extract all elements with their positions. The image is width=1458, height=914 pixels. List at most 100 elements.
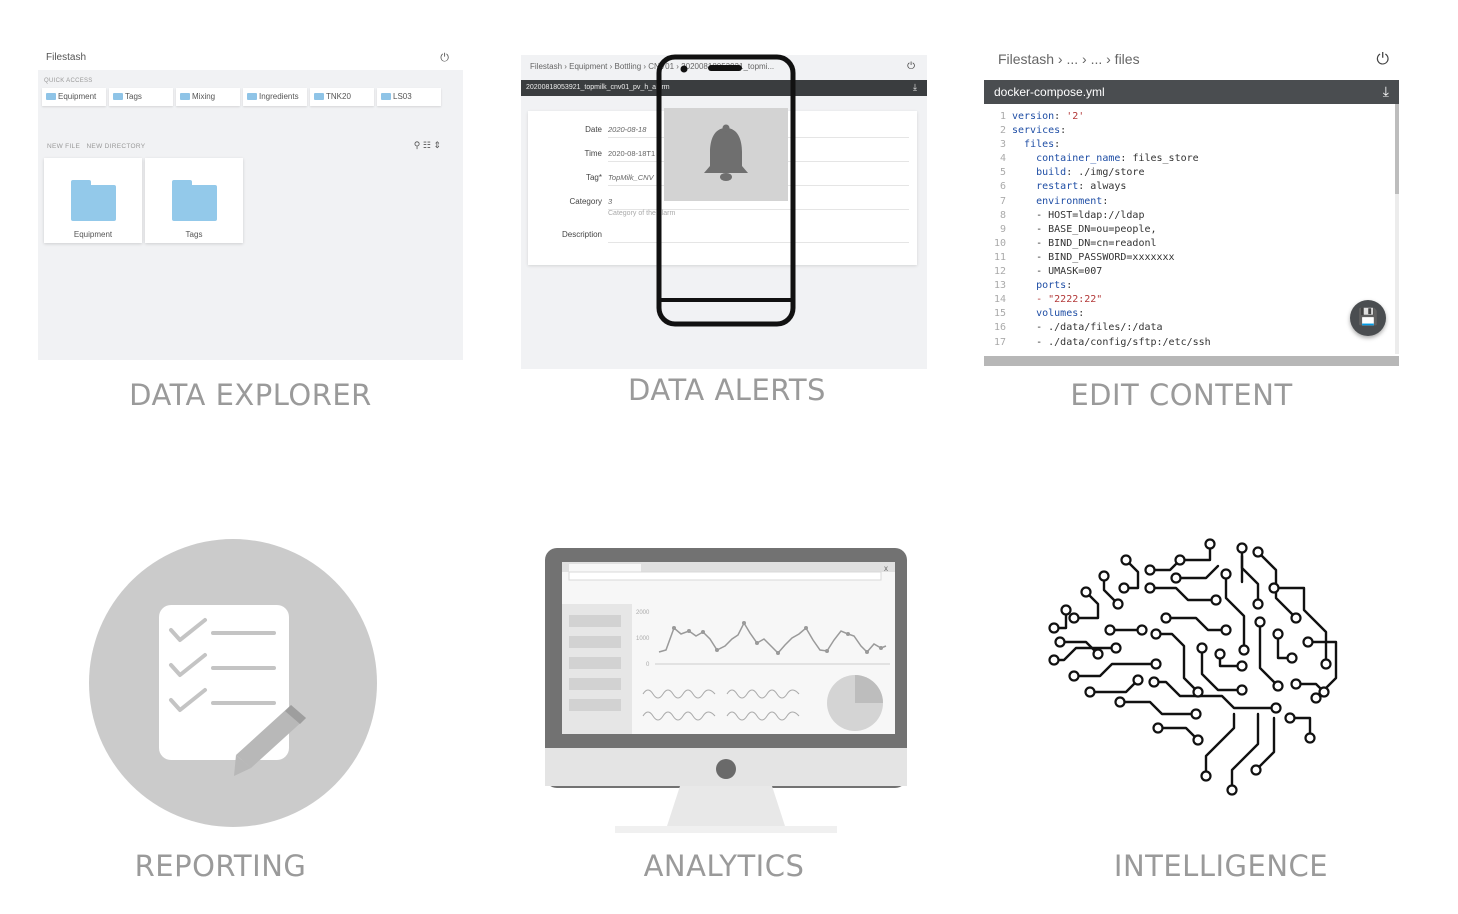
code-line[interactable]: 12 - UMASK=007: [984, 265, 1399, 279]
sparkline-charts: [642, 689, 800, 721]
time-field[interactable]: 2020-08-18T1: [608, 149, 656, 158]
folder-icon: [172, 180, 192, 188]
code-line[interactable]: 11 - BIND_PASSWORD=xxxxxxx: [984, 251, 1399, 265]
line-number: 11: [993, 251, 1006, 263]
folder-card-equipment[interactable]: Equipment: [44, 158, 142, 243]
code-key: build: [1036, 167, 1067, 179]
y-tick: 1000: [636, 636, 650, 642]
code-line[interactable]: 14 - "2222:22": [984, 293, 1399, 307]
y-tick: 2000: [636, 610, 650, 616]
data-explorer-screenshot: Filestash ⏻ QUICK ACCESS Equipment Tags …: [38, 44, 463, 360]
new-directory-button[interactable]: NEW DIRECTORY: [86, 143, 146, 150]
code-value: - ./data/config/sftp:/etc/ssh: [1036, 336, 1211, 348]
editor-scrollbar[interactable]: [1395, 104, 1399, 354]
editor-statusbar: [984, 356, 1399, 366]
caption-analytics: ANALYTICS: [643, 849, 805, 883]
code-line[interactable]: 3 files:: [984, 138, 1399, 152]
description-field[interactable]: [608, 242, 909, 243]
caption-data-alerts: DATA ALERTS: [628, 373, 826, 407]
explorer-actions: NEW FILE NEW DIRECTORY: [47, 143, 145, 150]
code-value: files_store: [1132, 153, 1199, 165]
power-icon[interactable]: ⏻: [1376, 51, 1389, 68]
quick-access-equipment[interactable]: Equipment: [42, 88, 106, 106]
folder-icon: [381, 93, 391, 100]
close-icon: x: [884, 564, 888, 573]
line-number: 12: [993, 266, 1006, 278]
code-line[interactable]: 10 - BIND_DN=cn=readonl: [984, 237, 1399, 251]
code-value: - "2222:22": [1036, 294, 1103, 306]
code-line[interactable]: 7 environment:: [984, 195, 1399, 209]
date-field[interactable]: 2020-08-18: [608, 125, 647, 134]
folder-icon: [46, 93, 56, 100]
code-line[interactable]: 9 - BASE_DN=ou=people,: [984, 223, 1399, 237]
code-line[interactable]: 13 ports:: [984, 279, 1399, 293]
quick-access-label: QUICK ACCESS: [44, 78, 93, 84]
reporting-checklist-icon: [89, 539, 377, 827]
circuit-nodes: [1048, 538, 1332, 796]
code-value: ./img/store: [1078, 167, 1145, 179]
code-line[interactable]: 5 build: ./img/store: [984, 166, 1399, 180]
line-number: 14: [993, 294, 1006, 306]
edit-content-screenshot: Filestash › ... › ... › files ⏻ docker-c…: [984, 44, 1399, 366]
quick-access-ingredients[interactable]: Ingredients: [243, 88, 307, 106]
caption-edit-content: EDIT CONTENT: [1070, 378, 1293, 412]
file-name: docker-compose.yml: [994, 85, 1105, 99]
line-number: 13: [993, 280, 1006, 292]
code-key: container_name: [1036, 153, 1121, 165]
line-number: 7: [999, 195, 1006, 207]
quick-access-ls03[interactable]: LS03: [377, 88, 441, 106]
folder-icon: [113, 93, 123, 100]
line-number: 8: [999, 209, 1006, 221]
explorer-topbar: Filestash ⏻: [38, 44, 463, 70]
code-line[interactable]: 6 restart: always: [984, 180, 1399, 194]
code-line[interactable]: 8 - HOST=ldap://ldap: [984, 209, 1399, 223]
code-value: - BIND_DN=cn=readonl: [1036, 237, 1157, 249]
bell-icon: [704, 124, 748, 181]
power-icon[interactable]: ⏻: [907, 61, 915, 72]
code-line[interactable]: 4 container_name: files_store: [984, 152, 1399, 166]
line-number: 10: [993, 237, 1006, 249]
code-line[interactable]: 15 volumes:: [984, 307, 1399, 321]
file-title: 20200818053921_topmilk_cnv01_pv_h_alarm: [526, 84, 670, 91]
caption-reporting: REPORTING: [134, 849, 307, 883]
power-icon[interactable]: ⏻: [440, 52, 449, 64]
quick-access-mixing[interactable]: Mixing: [176, 88, 240, 106]
line-number: 9: [999, 223, 1006, 235]
category-field[interactable]: 3: [608, 197, 613, 206]
download-icon[interactable]: ⤓: [1382, 83, 1389, 99]
code-line[interactable]: 16 - ./data/files/:/data: [984, 321, 1399, 335]
brain-circuit-icon: [1048, 538, 1338, 796]
download-icon[interactable]: ⤓: [913, 82, 917, 92]
explorer-brand[interactable]: Filestash: [46, 52, 87, 63]
quick-access-tags[interactable]: Tags: [109, 88, 173, 106]
analytics-monitor-icon: x 2000 1000 0: [545, 548, 907, 833]
folder-card-tags[interactable]: Tags: [145, 158, 243, 243]
folder-icon: [71, 180, 91, 188]
line-number: 2: [999, 125, 1006, 137]
code-value: - HOST=ldap://ldap: [1036, 209, 1145, 221]
file-titlebar: 20200818053921_topmilk_cnv01_pv_h_alarm …: [521, 80, 927, 96]
folder-icon: [247, 93, 257, 100]
quick-access-tnk20[interactable]: TNK20: [310, 88, 374, 106]
line-number: 4: [999, 153, 1006, 165]
breadcrumb[interactable]: Filestash › ... › ... › files: [998, 51, 1140, 67]
code-key: environment: [1036, 195, 1103, 207]
code-key: services: [1012, 125, 1061, 137]
line-number: 3: [999, 139, 1006, 151]
code-value: - UMASK=007: [1036, 266, 1103, 278]
tag-field[interactable]: TopMilk_CNV: [608, 173, 654, 182]
caption-data-explorer: DATA EXPLORER: [129, 378, 372, 412]
view-tools-icons[interactable]: ⚲ ☷ ⇕: [413, 140, 441, 150]
line-number: 1: [999, 111, 1006, 122]
code-line[interactable]: 17 - ./data/config/sftp:/etc/ssh: [984, 336, 1399, 350]
save-button[interactable]: 💾: [1350, 300, 1386, 336]
smartphone-notification-icon: [656, 54, 796, 327]
breadcrumb[interactable]: Filestash › Equipment › Bottling › CNV01…: [530, 62, 775, 71]
code-value: - ./data/files/:/data: [1036, 322, 1163, 334]
new-file-button[interactable]: NEW FILE: [47, 143, 81, 150]
y-tick: 0: [646, 662, 650, 668]
code-value: - BIND_PASSWORD=xxxxxxx: [1036, 251, 1175, 263]
